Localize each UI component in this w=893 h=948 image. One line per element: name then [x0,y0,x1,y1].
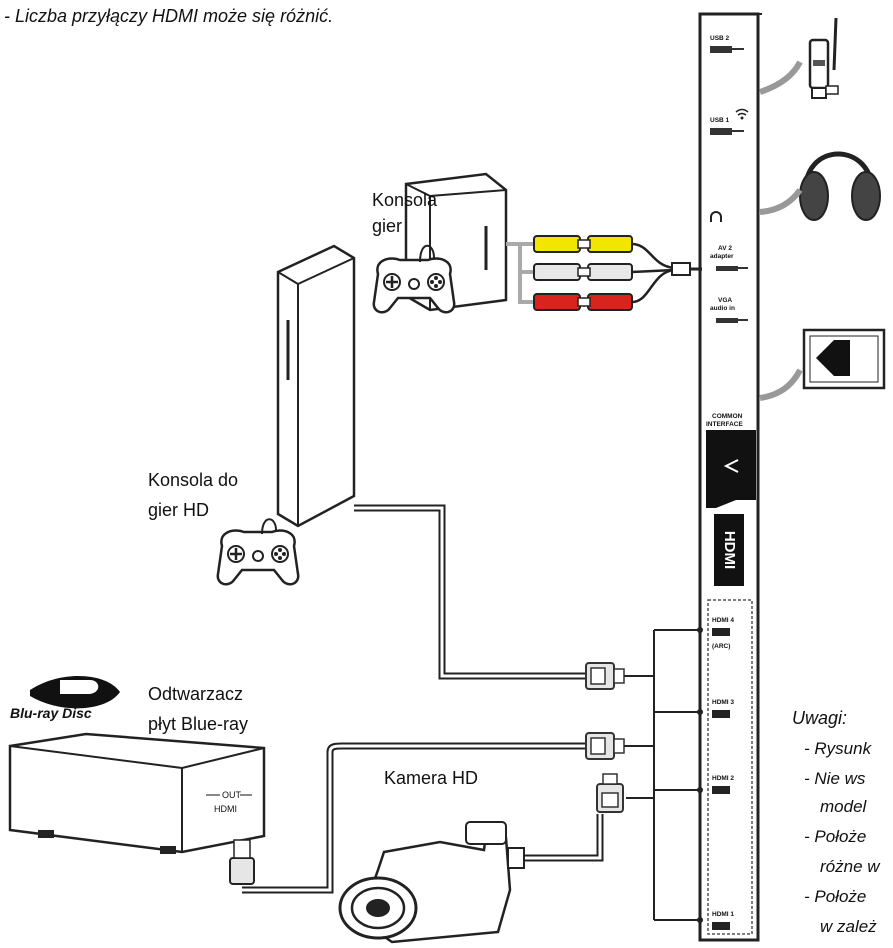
wifi-icon [735,108,749,116]
svg-text:VGA: VGA [718,297,732,304]
svg-text:adapter: adapter [710,253,734,260]
svg-text:USB 2: USB 2 [710,35,730,42]
headphone-connection-arrow [759,188,803,215]
game-console-label-2: gier [372,216,402,236]
hdmi-cables [242,504,604,894]
svg-text:HDMI: HDMI [214,804,237,814]
hd-game-console-icon [276,244,356,528]
svg-text:(ARC): (ARC) [712,643,730,650]
hd-console-label: Konsola do [148,470,238,490]
notes-title: Uwagi: [792,708,847,728]
gamepad-icon [372,257,456,314]
av-rca-cables [506,242,675,304]
hd-camera-label: Kamera HD [384,768,478,788]
rca-yellow-plug [533,235,633,253]
headphone-icon [710,211,722,222]
headphones-icon [799,151,881,221]
av-jack-plug [671,262,702,276]
bluray-player-label: Odtwarzacz [148,684,243,704]
vga-audio-in-port[interactable]: VGA audio in [710,297,748,323]
av2-adapter-port[interactable]: AV 2 adapter [710,245,748,271]
ci-card-icon [802,328,886,390]
hdmi-plug-hd-console [585,662,625,690]
hdmi1-port[interactable]: HDMI 1 [712,911,734,930]
note-item: - Nie ws [804,769,866,788]
usb2-connection-arrow [759,60,803,95]
bus-junction-dots [697,627,703,923]
usb2-port[interactable]: USB 2 [710,35,744,53]
note-item: różne w [820,857,881,876]
svg-text:Blu-ray Disc: Blu-ray Disc [10,705,92,721]
hdmi4-arc-port[interactable]: HDMI 4 (ARC) [712,617,734,650]
hdmi-ports-region [707,599,753,935]
hdmi-plug-bluray [585,732,625,760]
svg-text:HDMI: HDMI [721,531,738,569]
svg-text:HDMI 3: HDMI 3 [712,699,734,706]
note-item: w zależ [820,917,877,936]
svg-text:HDMI 1: HDMI 1 [712,911,734,918]
note-item: - Rysunk [804,739,873,758]
hdmi2-port[interactable]: HDMI 2 [712,775,734,794]
svg-text:HDMI 2: HDMI 2 [712,775,734,782]
bluray-hdmi-plug [229,839,255,885]
rca-white-plug [533,263,633,281]
hdmi-bus-lines [624,629,700,921]
hdmi-count-note: - Liczba przyłączy HDMI może się różnić. [4,6,333,26]
svg-text:INTERFACE: INTERFACE [706,421,744,428]
svg-text:COMMON: COMMON [712,413,743,420]
rca-red-plug [533,293,633,311]
hd-gamepad-icon [216,529,300,586]
usb-wifi-dongle-icon [808,17,839,99]
note-item: - Położe [804,827,866,846]
hd-camera-icon [338,821,525,944]
svg-text:USB 1: USB 1 [710,117,730,124]
common-interface-slot[interactable]: COMMON INTERFACE [706,413,756,508]
ci-connection-arrow [759,368,803,401]
hdmi3-port[interactable]: HDMI 3 [712,699,734,718]
bluray-player-icon: OUT HDMI [8,732,266,854]
usb1-port[interactable]: USB 1 [710,108,749,136]
hdmi-plug-camera [596,773,624,813]
svg-text:OUT: OUT [222,790,242,800]
svg-text:AV 2: AV 2 [718,245,732,252]
svg-text:HDMI 4: HDMI 4 [712,617,734,624]
hdmi-logo: HDMI [714,514,744,586]
note-item: model [820,797,868,816]
note-item: - Położe [804,887,866,906]
headphone-port[interactable] [710,211,722,222]
game-console-label: Konsola [372,190,438,210]
hd-console-label-2: gier HD [148,500,209,520]
svg-text:audio in: audio in [710,305,735,312]
bluray-player-label-2: płyt Blue-ray [148,714,248,734]
bluray-disc-logo: Blu-ray Disc [10,675,120,721]
